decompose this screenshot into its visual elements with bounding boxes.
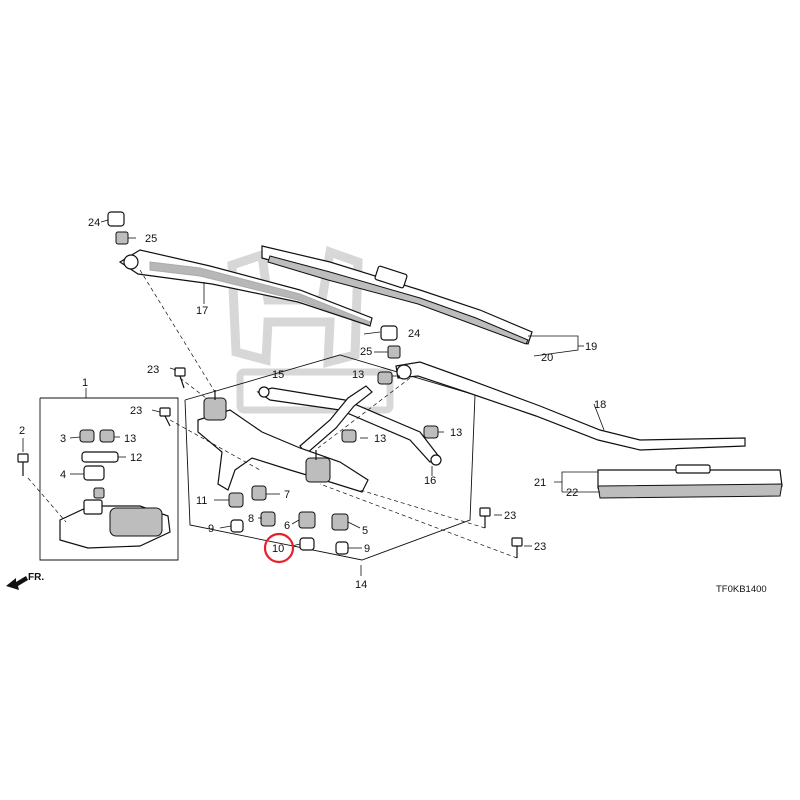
wiper-motor [59, 499, 171, 549]
callout: 11 [196, 495, 207, 507]
watermark-logo [227, 245, 394, 414]
highlight-circle [263, 532, 295, 564]
callout: 17 [196, 305, 208, 317]
small-hardware-parts [79, 371, 439, 555]
callout: 18 [594, 399, 606, 411]
callout: 1 [82, 377, 88, 389]
motor-assembly-box [39, 388, 179, 561]
callout: 23 [534, 541, 546, 553]
callout-labels: 24 25 17 19 20 24 25 23 15 13 1 23 18 2 … [19, 217, 606, 591]
callout: 13 [124, 433, 136, 445]
drawing-code: TF0KB1400 [716, 584, 767, 595]
wiper-blade-driver [261, 245, 533, 345]
callout: 9 [364, 543, 370, 555]
wiper-arm-passenger [395, 361, 746, 451]
callout: 23 [147, 364, 159, 376]
leader-lines [22, 219, 605, 576]
linkage-frame [197, 390, 369, 493]
callout: 25 [145, 233, 157, 245]
callout: 4 [60, 469, 66, 481]
callout: 20 [541, 352, 553, 364]
callout: 10 [272, 543, 284, 555]
linkage-assembly-box [184, 354, 476, 561]
wiper-blade-passenger [597, 464, 783, 499]
callout: 2 [19, 425, 25, 437]
link-rods [256, 385, 442, 466]
callout: 13 [450, 427, 462, 439]
callout: 15 [272, 369, 284, 381]
callout: 3 [60, 433, 66, 445]
callout: 9 [208, 523, 214, 535]
callout: 6 [284, 520, 290, 532]
callout: 12 [130, 452, 142, 464]
callout: 25 [360, 346, 372, 358]
callout: 13 [352, 369, 364, 381]
cap-and-nut-parts [107, 211, 401, 359]
callout: 16 [424, 475, 436, 487]
callout: 23 [504, 510, 516, 522]
alignment-lines [27, 269, 518, 559]
callout: 23 [130, 405, 142, 417]
callout: 5 [362, 525, 368, 537]
callout: 24 [88, 217, 100, 229]
front-arrow-icon: FR. [6, 572, 44, 590]
callout: 19 [585, 341, 597, 353]
callout: 24 [408, 328, 420, 340]
bolt-parts [17, 367, 523, 558]
callout: 22 [566, 487, 578, 499]
wiper-arm-driver [118, 249, 373, 327]
front-label: FR. [28, 572, 44, 583]
callout: 7 [284, 489, 290, 501]
callout: 13 [374, 433, 386, 445]
callout: 14 [355, 579, 367, 591]
callout: 21 [534, 477, 546, 489]
callout: 8 [248, 513, 254, 525]
